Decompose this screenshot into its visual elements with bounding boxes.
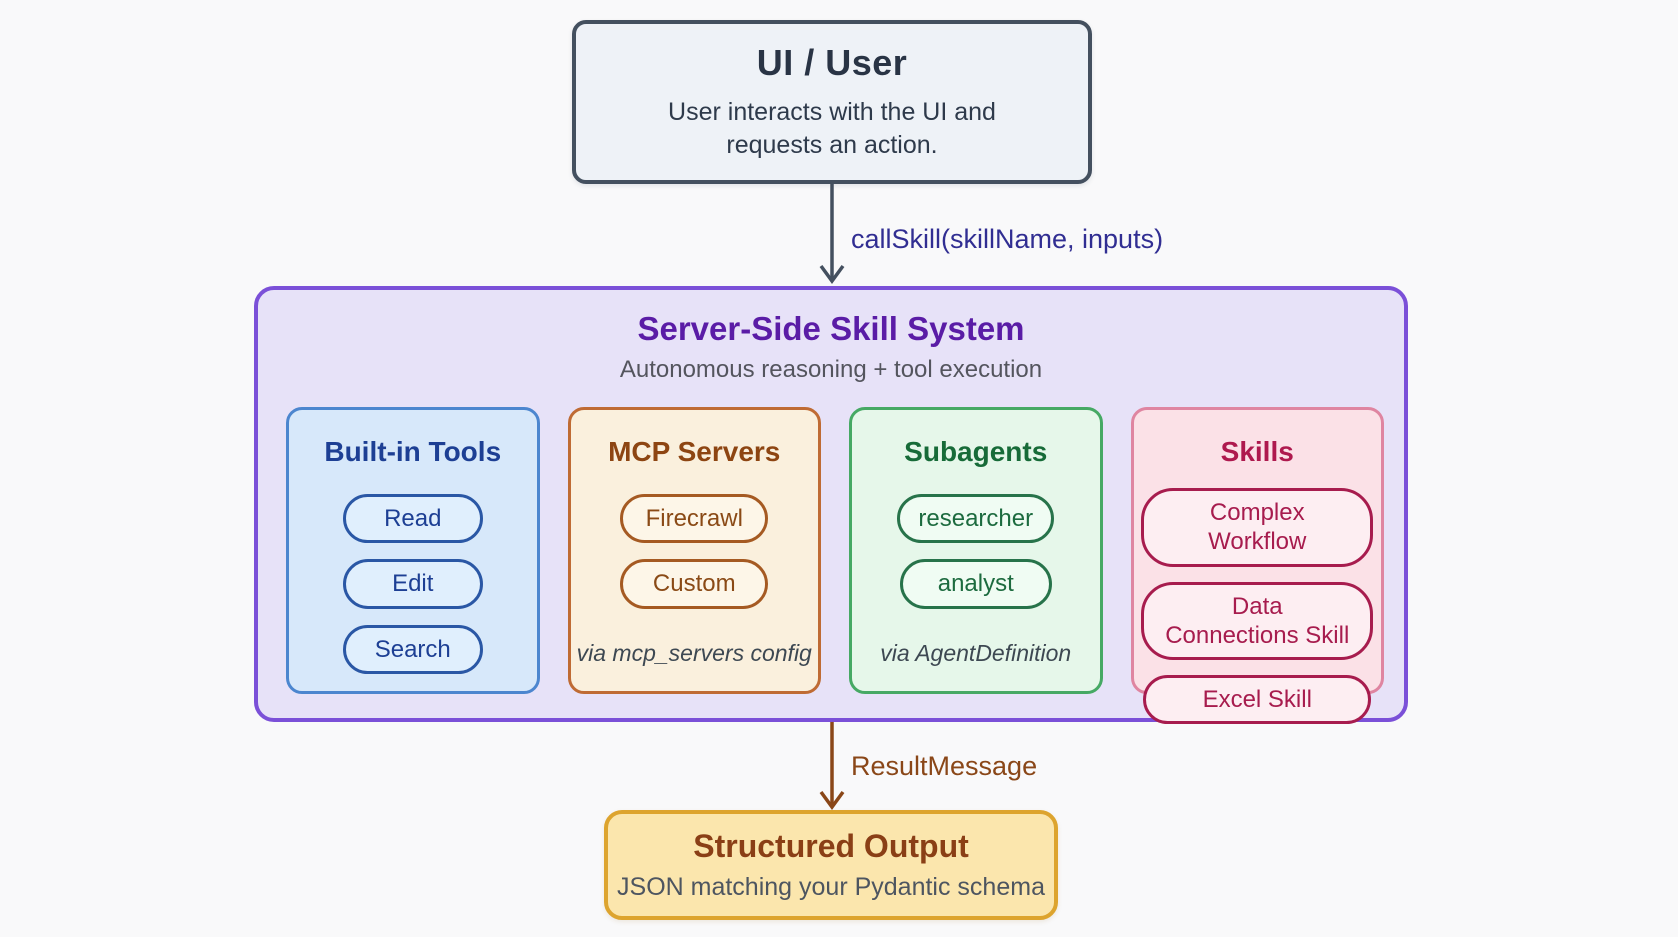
ui-user-title: UI / User <box>756 42 908 83</box>
pill-complex-workflow: Complex Workflow <box>1141 488 1374 567</box>
pill-stack-mcp-servers: Firecrawl Custom <box>620 494 769 609</box>
pill-data-connections-skill: Data Connections Skill <box>1141 581 1374 661</box>
card-title-skills: Skills <box>1220 436 1294 467</box>
card-title-built-in-tools: Built-in Tools <box>324 436 502 467</box>
pill-stack-skills: Complex Workflow Data Connections Skill … <box>1141 488 1374 725</box>
system-cards-row: Built-in Tools Read Edit Search MCP Serv… <box>286 407 1384 725</box>
pill-analyst: analyst <box>899 559 1052 609</box>
pill-researcher: researcher <box>897 494 1055 544</box>
pill-firecrawl: Firecrawl <box>620 494 769 544</box>
pill-stack-subagents: researcher analyst <box>897 494 1055 609</box>
resultmessage-arrow-label: ResultMessage <box>851 751 1038 781</box>
structured-output-subtitle: JSON matching your Pydantic schema <box>617 873 1045 901</box>
callskill-arrow-label: callSkill(skillName, inputs) <box>851 224 1164 254</box>
card-subagents: Subagents researcher analyst via AgentDe… <box>849 407 1103 694</box>
card-footer-subagents: via AgentDefinition <box>880 640 1072 666</box>
ui-user-node: UI / User User interacts with the UI and… <box>572 20 1092 184</box>
callskill-arrow <box>819 184 845 284</box>
card-built-in-tools: Built-in Tools Read Edit Search <box>286 407 540 694</box>
server-side-skill-system-container: Server-Side Skill System Autonomous reas… <box>254 286 1408 725</box>
system-subtitle: Autonomous reasoning + tool execution <box>619 356 1043 383</box>
card-title-mcp-servers: MCP Servers <box>608 436 781 467</box>
resultmessage-arrow <box>819 722 845 810</box>
card-skills: Skills Complex Workflow Data Connections… <box>1130 407 1384 725</box>
card-title-subagents: Subagents <box>904 436 1048 467</box>
pill-edit: Edit <box>342 559 483 609</box>
system-title: Server-Side Skill System <box>637 310 1025 347</box>
pill-search: Search <box>342 624 483 674</box>
pill-excel-skill: Excel Skill <box>1143 675 1372 725</box>
card-footer-mcp-servers: via mcp_servers config <box>576 640 812 666</box>
card-mcp-servers: MCP Servers Firecrawl Custom via mcp_ser… <box>567 407 821 694</box>
ui-user-description: User interacts with the UI and requests … <box>668 98 996 159</box>
pill-custom: Custom <box>620 559 769 609</box>
structured-output-title: Structured Output <box>693 828 969 864</box>
pill-stack-built-in-tools: Read Edit Search <box>342 494 483 674</box>
pill-read: Read <box>342 494 483 544</box>
structured-output-node: Structured Output JSON matching your Pyd… <box>604 810 1058 920</box>
